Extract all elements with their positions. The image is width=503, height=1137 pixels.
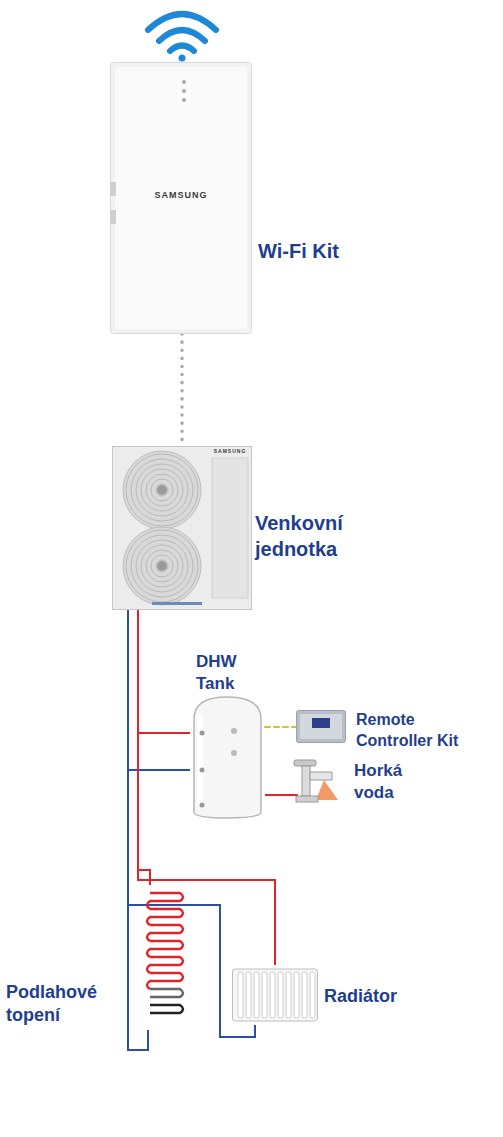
wifi-symbol xyxy=(148,14,216,62)
node-label: DHW Tank xyxy=(196,651,246,695)
pipe-line xyxy=(138,610,150,885)
pipe-line xyxy=(138,610,190,733)
pipe-line xyxy=(265,794,298,796)
pipe-connector xyxy=(265,727,296,728)
device-node: Horká voda xyxy=(288,758,343,804)
pipe-connector xyxy=(265,795,298,796)
device-node: Wi-Fi KitSAMSUNG xyxy=(110,62,252,334)
brand-label: SAMSUNG xyxy=(136,190,226,200)
brand-label: SAMSUNG xyxy=(212,448,248,454)
radiator-illustration xyxy=(232,965,318,1025)
wifi-dot xyxy=(179,55,186,62)
wifi-arc xyxy=(159,30,205,41)
outdoor-illustration xyxy=(112,446,252,610)
node-label: Venkovní jednotka xyxy=(255,510,365,562)
remote-illustration xyxy=(296,710,346,743)
device-node: DHW Tank xyxy=(190,695,265,820)
pipe-line xyxy=(265,726,296,728)
device-node: Radiátor xyxy=(232,965,318,1025)
wifi-arc xyxy=(170,46,194,52)
node-label: Radiátor xyxy=(324,985,424,1008)
node-label: Remote Controller Kit xyxy=(356,710,488,752)
pipe-line xyxy=(180,334,184,446)
node-label: Wi-Fi Kit xyxy=(258,238,368,264)
node-label: Horká voda xyxy=(354,760,418,804)
device-node: Podlahové topení xyxy=(138,885,184,1030)
device-node: Venkovní jednotkaSAMSUNG xyxy=(112,446,252,610)
tank-illustration xyxy=(190,695,265,820)
node-label: Podlahové topení xyxy=(6,981,121,1028)
pipe-line xyxy=(138,610,275,965)
coil-illustration xyxy=(138,885,184,1030)
pipe-connector xyxy=(182,334,183,446)
device-node: Remote Controller Kit xyxy=(296,710,346,743)
faucet-illustration xyxy=(288,758,343,804)
